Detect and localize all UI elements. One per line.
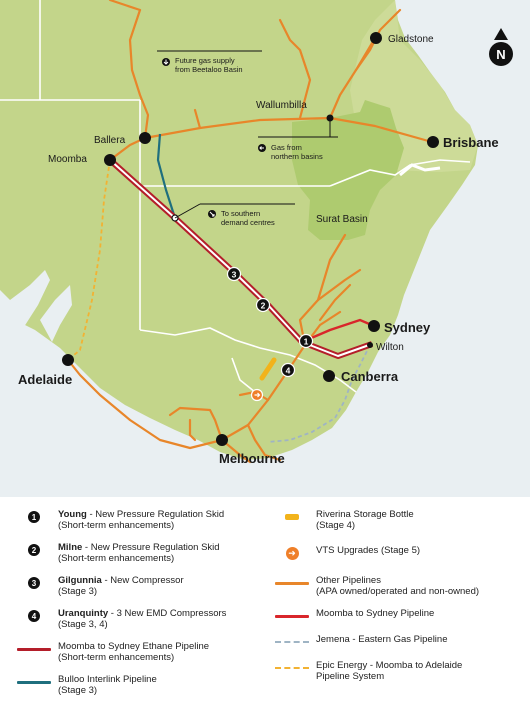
label-ballera: Ballera [94, 135, 126, 146]
gulf [0, 270, 50, 348]
annotation-northern: Gas from northern basins [258, 118, 338, 161]
label-wilton: Wilton [376, 342, 404, 353]
sydney-dot [368, 320, 380, 332]
label-melbourne: Melbourne [219, 451, 285, 466]
label-wallumbilla: Wallumbilla [256, 100, 307, 111]
riverina-storage [259, 357, 277, 381]
label-moomba: Moomba [48, 154, 87, 165]
label-brisbane: Brisbane [443, 135, 499, 150]
map-marker-4: 4 [280, 362, 296, 378]
svg-text:3: 3 [232, 270, 237, 280]
southern-text-2: demand centres [221, 218, 275, 227]
wilton-dot [367, 342, 373, 348]
label-canberra: Canberra [341, 369, 399, 384]
northern-text-1: Gas from [271, 143, 302, 152]
marker-3-icon: 3 [28, 577, 40, 589]
north-label: N [496, 47, 505, 62]
adelaide-dot [62, 354, 74, 366]
bulloo-interlink [156, 133, 177, 219]
label-gladstone: Gladstone [388, 34, 434, 45]
map-marker-3: 3 [226, 266, 242, 282]
legend-item-other: Other Pipelines(APA owned/operated and n… [268, 575, 479, 597]
legend-item-vts: ➜ VTS Upgrades (Stage 5) [268, 545, 420, 561]
melbourne-dot [216, 434, 228, 446]
epic-pipeline [67, 159, 111, 361]
annotation-southern: To southern demand centres [174, 203, 295, 227]
ballera-dot [139, 132, 151, 144]
state-borders [0, 0, 471, 393]
canberra-dot [323, 370, 335, 382]
annotation-beetaloo: Future gas supply from Beetaloo Basin [157, 50, 262, 74]
legend-item-ethane: Moomba to Sydney Ethane Pipeline(Short-t… [10, 641, 209, 663]
map-marker-1: 1 [298, 333, 314, 349]
label-adelaide: Adelaide [18, 372, 72, 387]
label-surat-basin: Surat Basin [316, 214, 368, 225]
marker-4-icon: 4 [28, 610, 40, 622]
beetaloo-text-1: Future gas supply [175, 56, 235, 65]
gulf-inner [40, 285, 72, 342]
legend-item-milne: 2 Milne - New Pressure Regulation Skid(S… [10, 542, 220, 564]
marker-2-icon: 2 [28, 544, 40, 556]
pipeline-map: Gladstone Brisbane Wallumbilla Ballera M… [0, 0, 530, 497]
southern-text-1: To southern [221, 209, 260, 218]
jemena-line-swatch [275, 641, 309, 643]
ethane-line-swatch [17, 647, 51, 651]
other-line-swatch [275, 581, 309, 585]
legend-item-bulloo: Bulloo Interlink Pipeline(Stage 3) [10, 674, 157, 696]
svg-text:2: 2 [261, 301, 266, 311]
legend-item-riverina: Riverina Storage Bottle(Stage 4) [268, 509, 414, 531]
vts-arrow-icon [254, 392, 261, 398]
legend-item-moomba-sydney: Moomba to Sydney Pipeline [268, 608, 434, 624]
northern-text-2: northern basins [271, 152, 323, 161]
bulloo-line-swatch [17, 680, 51, 684]
legend-item-jemena: Jemena - Eastern Gas Pipeline [268, 634, 447, 650]
legend-item-gilgunnia: 3 Gilgunnia - New Compressor(Stage 3) [10, 575, 184, 597]
jemena-pipeline [267, 344, 371, 443]
legend: 1 Young - New Pressure Regulation Skid(S… [0, 497, 530, 715]
label-sydney: Sydney [384, 320, 431, 335]
legend-item-uranquinty: 4 Uranquinty - 3 New EMD Compressors(Sta… [10, 608, 226, 630]
surat-basin-area [292, 100, 404, 240]
moomba-sydney-line-swatch [275, 614, 309, 618]
riverina-swatch-icon [285, 514, 299, 520]
beetaloo-text-2: from Beetaloo Basin [175, 65, 243, 74]
legend-item-young: 1 Young - New Pressure Regulation Skid(S… [10, 509, 224, 531]
map-marker-2: 2 [255, 297, 271, 313]
marker-1-icon: 1 [28, 511, 40, 523]
vts-arrow-swatch-icon: ➜ [285, 546, 299, 560]
svg-text:4: 4 [286, 366, 291, 376]
north-arrow-icon: N [489, 28, 513, 66]
moomba-dot [104, 154, 116, 166]
brisbane-dot [427, 136, 439, 148]
svg-text:1: 1 [304, 337, 309, 347]
lake [399, 163, 441, 177]
epic-line-swatch [275, 667, 309, 669]
moomba-sydney-branch [301, 318, 375, 344]
gladstone-dot [370, 32, 382, 44]
